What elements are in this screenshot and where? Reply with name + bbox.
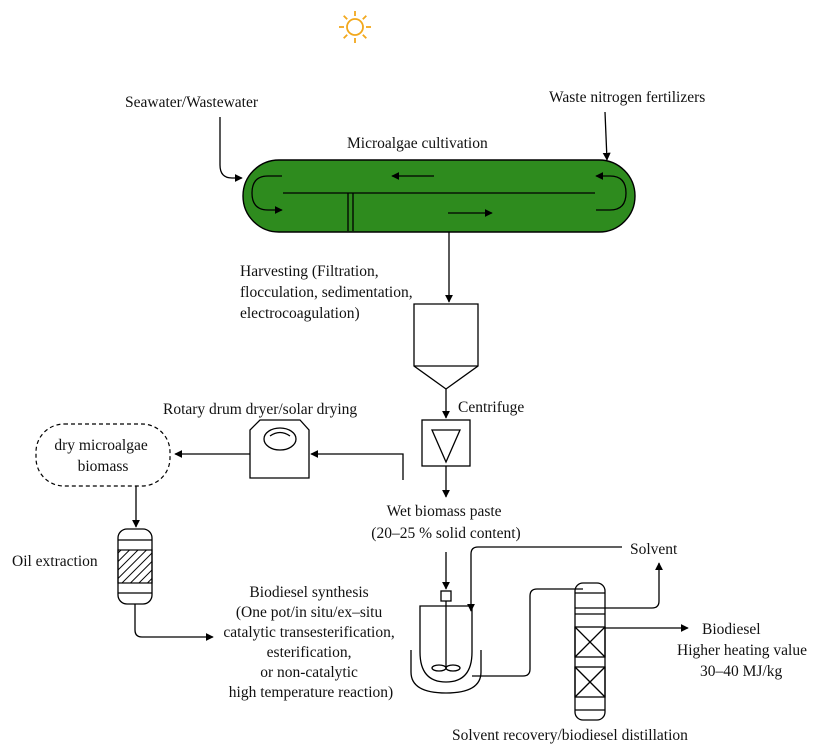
dry-biomass-line-1: dry microalgae xyxy=(54,437,148,454)
recovery-label: Solvent recovery/biodiesel distillation xyxy=(452,727,688,744)
synthesis-label: Biodiesel synthesis (One pot/in situ/ex–… xyxy=(223,584,398,701)
oil-extraction-label: Oil extraction xyxy=(12,553,98,570)
seawater-inflow-arrow xyxy=(219,117,243,182)
synthesis-line-6: high temperature reaction) xyxy=(229,684,393,701)
raceway-pond-icon xyxy=(242,159,636,233)
synthesis-line-4: esterification, xyxy=(267,644,352,661)
fertilizer-inflow-arrow xyxy=(602,111,611,161)
harvesting-line-2: flocculation, sedimentation, xyxy=(240,284,413,301)
reactor-to-distillation-line xyxy=(472,588,583,677)
harvesting-line-1: Harvesting (Filtration, xyxy=(240,263,379,280)
synthesis-line-3: catalytic transesterification, xyxy=(223,624,394,641)
solvent-feed-arrow xyxy=(467,546,622,612)
waste-nitrogen-label: Waste nitrogen fertilizers xyxy=(549,89,705,106)
centrifuge-icon xyxy=(421,419,471,467)
dry-biomass-line-2: biomass xyxy=(78,458,129,475)
svg-text:dry microalgae biomass: dry microalgae biomass xyxy=(54,437,151,475)
solvent-label: Solvent xyxy=(630,541,678,558)
harvesting-line-3: electrocoagulation) xyxy=(240,305,360,322)
synthesis-line-5: or non-catalytic xyxy=(260,664,358,681)
stirred-reactor-icon xyxy=(410,590,482,694)
sun-icon xyxy=(339,11,371,43)
heating-value-number: 30–40 MJ/kg xyxy=(700,663,782,680)
cultivation-label: Microalgae cultivation xyxy=(347,135,488,152)
biodiesel-label: Biodiesel xyxy=(702,621,761,638)
dry-biomass-box: dry microalgae biomass xyxy=(35,423,171,487)
extraction-to-synthesis-arrow xyxy=(134,604,214,641)
extraction-column-icon xyxy=(117,528,153,605)
dryer-label: Rotary drum dryer/solar drying xyxy=(163,401,357,418)
seawater-label: Seawater/Wastewater xyxy=(125,94,259,111)
heating-value-label: Higher heating value xyxy=(677,642,807,659)
rotary-drum-dryer-icon xyxy=(249,419,310,479)
synthesis-line-1: Biodiesel synthesis xyxy=(249,584,368,601)
settling-tank-icon xyxy=(413,303,479,390)
synthesis-line-2: (One pot/in situ/ex–situ xyxy=(236,604,383,621)
wet-paste-line-1: Wet biomass paste xyxy=(387,503,502,520)
paste-to-dryer-arrow xyxy=(310,450,404,480)
harvesting-label: Harvesting (Filtration, flocculation, se… xyxy=(240,263,416,322)
wet-paste-line-2: (20–25 % solid content) xyxy=(371,525,520,542)
distillation-column-icon xyxy=(574,582,606,721)
wet-paste-label: Wet biomass paste (20–25 % solid content… xyxy=(371,503,520,542)
centrifuge-label: Centrifuge xyxy=(458,399,524,416)
solvent-recycle-arrow xyxy=(605,562,663,609)
